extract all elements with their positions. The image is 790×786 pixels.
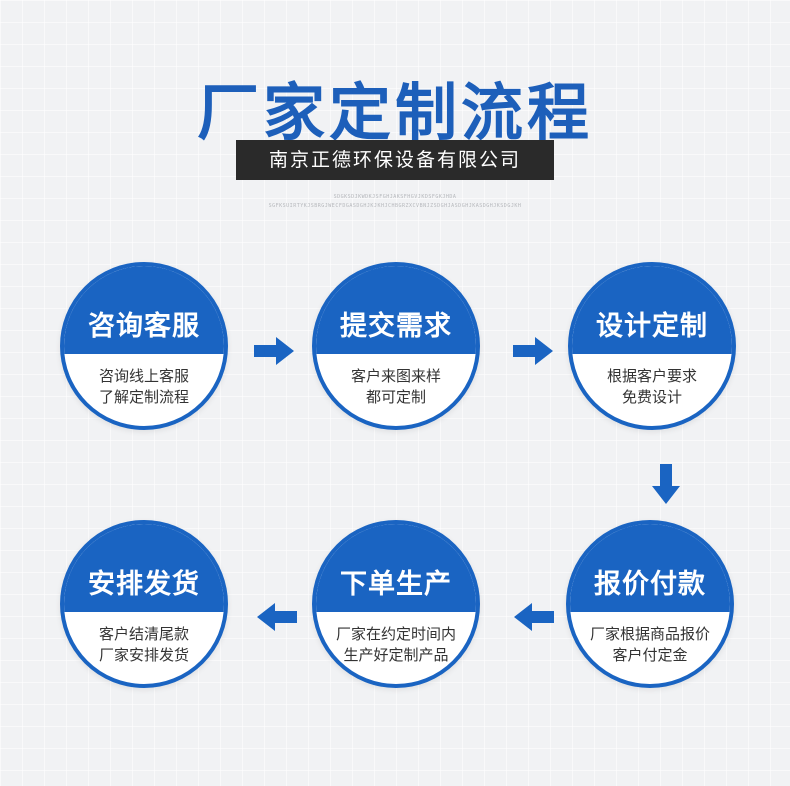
step-description: 根据客户要求 免费设计 bbox=[578, 366, 726, 408]
arrow-left-icon bbox=[257, 603, 297, 631]
step-description-line: 厂家在约定时间内 bbox=[335, 625, 456, 643]
step-title: 安排发货 bbox=[88, 569, 200, 600]
step-description-line: 都可定制 bbox=[365, 388, 426, 406]
step-description-line: 厂家根据商品报价 bbox=[589, 625, 710, 643]
arrow-right-icon bbox=[254, 337, 294, 365]
arrow-left-icon bbox=[514, 603, 554, 631]
step-description-line: 了解定制流程 bbox=[98, 388, 189, 406]
step-shipping: 安排发货 客户结清尾款 厂家安排发货 bbox=[60, 520, 228, 688]
step-header-band bbox=[316, 266, 476, 354]
step-quote-payment: 报价付款 厂家根据商品报价 客户付定金 bbox=[566, 520, 734, 688]
step-header-band bbox=[570, 524, 730, 612]
step-description-line: 客户来图来样 bbox=[350, 367, 441, 385]
decorative-text-line: SGFKSUIRTYKJSBRGJWECFDGASDGHJKJKHJCHBGRZ… bbox=[268, 203, 522, 209]
step-description-line: 厂家安排发货 bbox=[98, 646, 189, 664]
step-title: 报价付款 bbox=[594, 569, 706, 600]
page-title: 厂家定制流程 bbox=[196, 76, 593, 149]
step-description: 咨询线上客服 了解定制流程 bbox=[70, 366, 218, 408]
company-banner: 南京正德环保设备有限公司 bbox=[236, 140, 554, 180]
step-description: 客户来图来样 都可定制 bbox=[322, 366, 470, 408]
step-header-band bbox=[64, 266, 224, 354]
step-title: 下单生产 bbox=[340, 569, 452, 600]
step-title: 咨询客服 bbox=[88, 311, 200, 342]
step-description-line: 根据客户要求 bbox=[606, 367, 697, 385]
step-description-line: 客户付定金 bbox=[612, 646, 688, 664]
step-description: 厂家根据商品报价 客户付定金 bbox=[576, 624, 724, 666]
step-description-line: 生产好定制产品 bbox=[343, 646, 449, 664]
step-description-line: 咨询线上客服 bbox=[98, 367, 189, 385]
step-title: 提交需求 bbox=[340, 311, 452, 342]
step-header-band bbox=[316, 524, 476, 612]
step-production: 下单生产 厂家在约定时间内 生产好定制产品 bbox=[312, 520, 480, 688]
step-consult: 咨询客服 咨询线上客服 了解定制流程 bbox=[60, 262, 228, 430]
decorative-text-line: SDGKSDJKWDKJSFGHJAKSFHGVJKDSFGKJHDA bbox=[333, 194, 457, 200]
arrow-down-icon bbox=[652, 464, 680, 504]
step-submit-requirements: 提交需求 客户来图来样 都可定制 bbox=[312, 262, 480, 430]
step-description-line: 客户结清尾款 bbox=[98, 625, 189, 643]
step-header-band bbox=[572, 266, 732, 354]
step-description: 厂家在约定时间内 生产好定制产品 bbox=[322, 624, 470, 666]
step-title: 设计定制 bbox=[596, 311, 708, 342]
step-header-band bbox=[64, 524, 224, 612]
step-description-line: 免费设计 bbox=[621, 388, 682, 406]
step-description: 客户结清尾款 厂家安排发货 bbox=[70, 624, 218, 666]
arrow-right-icon bbox=[513, 337, 553, 365]
step-design: 设计定制 根据客户要求 免费设计 bbox=[568, 262, 736, 430]
